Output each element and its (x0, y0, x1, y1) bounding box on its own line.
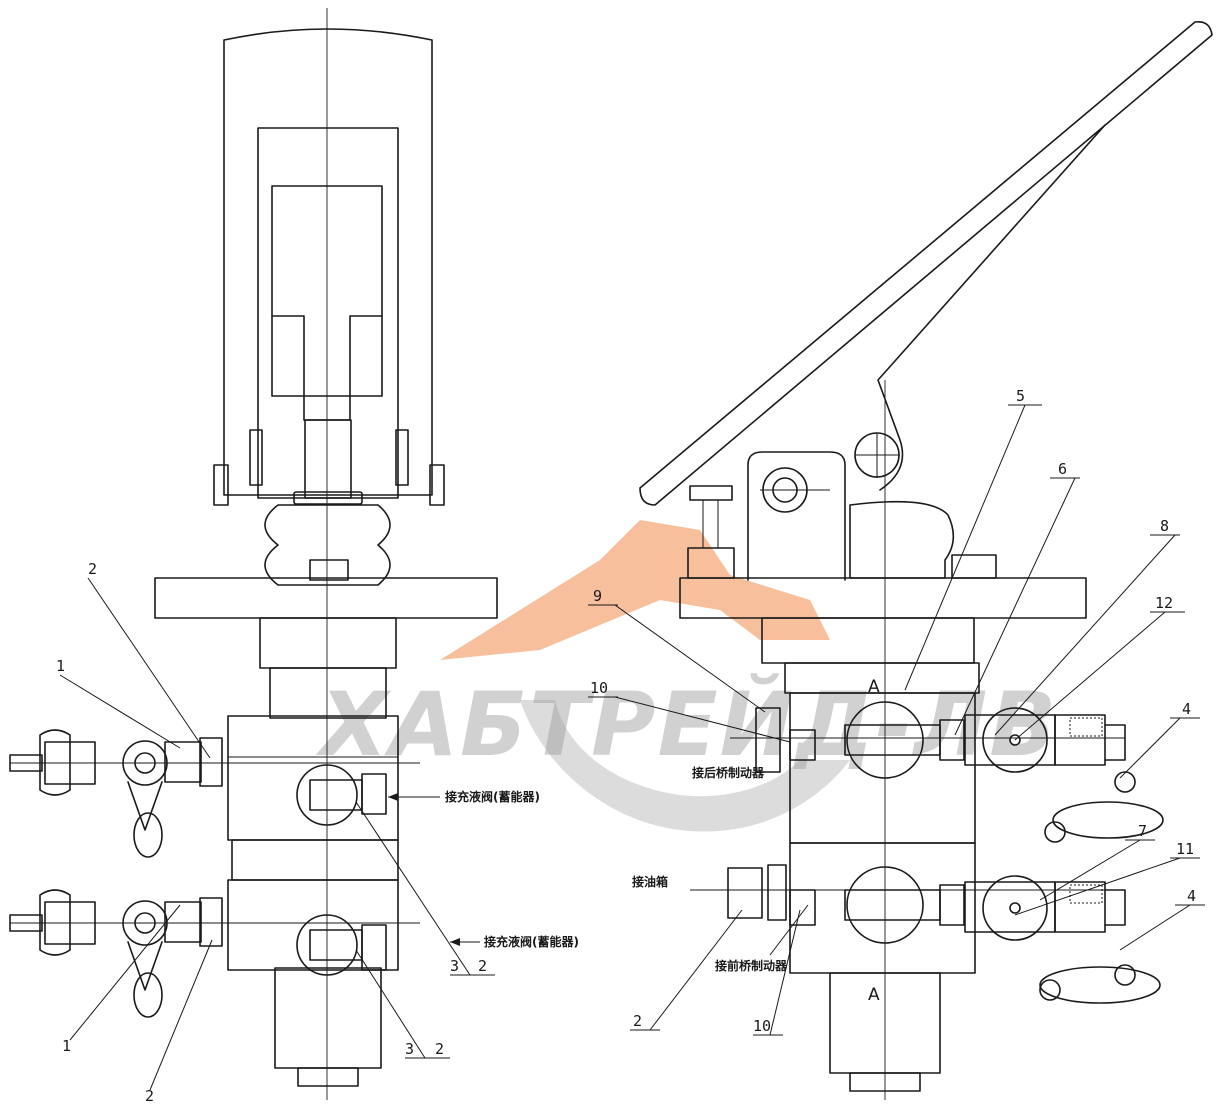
right-callout-9: 9 (593, 587, 602, 605)
right-callout-11: 11 (1176, 840, 1194, 858)
right-view (588, 20, 1213, 1100)
label-accumulator-lower: 接充液阀(蓄能器) (484, 934, 579, 949)
left-callout-3-lower: 3 (405, 1040, 414, 1058)
left-callout-2-bottom: 2 (145, 1087, 154, 1105)
left-view (9, 8, 498, 1100)
right-callout-8: 8 (1160, 517, 1169, 535)
right-callout-2: 2 (633, 1012, 642, 1030)
right-callout-7: 7 (1138, 822, 1147, 840)
left-callout-2-upper: 2 (478, 957, 487, 975)
label-oil-tank: 接油箱 (632, 874, 668, 889)
left-callout-1-top: 1 (56, 657, 65, 675)
right-callout-12: 12 (1155, 594, 1173, 612)
right-callout-4-lower: 4 (1187, 887, 1196, 905)
left-callout-2-top: 2 (88, 560, 97, 578)
right-callout-4-upper: 4 (1182, 700, 1191, 718)
label-accumulator-upper: 接充液阀(蓄能器) (445, 789, 540, 804)
right-callout-6: 6 (1058, 460, 1067, 478)
label-front-brake: 接前桥制动器 (715, 958, 788, 973)
right-callout-10-lower: 10 (753, 1017, 771, 1035)
left-callout-1-bottom: 1 (62, 1037, 71, 1055)
right-callout-10-upper: 10 (590, 679, 608, 697)
section-mark-a-bottom: A (868, 985, 880, 1005)
section-mark-a-top: A (868, 677, 880, 697)
left-callout-3-upper: 3 (450, 957, 459, 975)
label-rear-brake: 接后桥制动器 (692, 765, 765, 780)
right-callout-5: 5 (1016, 387, 1025, 405)
watermark-logo: ХАБТРЕЙД-ЛВ (315, 520, 1056, 832)
left-callout-2-lower: 2 (435, 1040, 444, 1058)
